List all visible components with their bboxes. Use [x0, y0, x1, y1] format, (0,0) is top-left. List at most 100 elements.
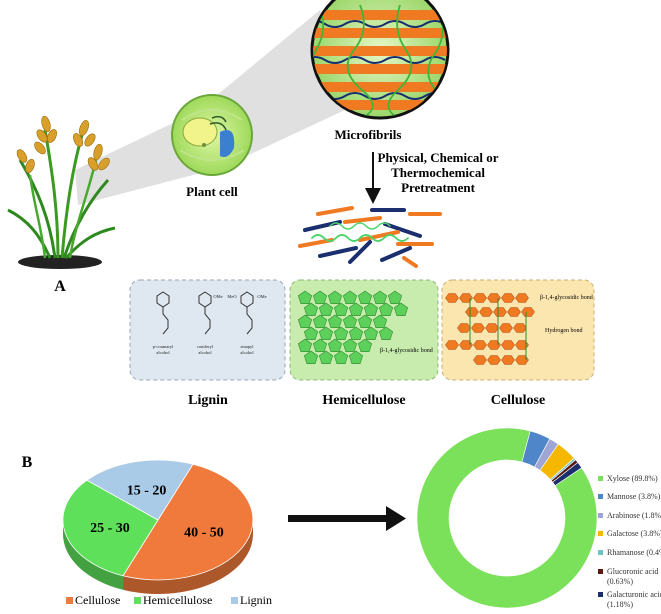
legend-cellulose-label: Cellulose [75, 593, 120, 607]
lignin-caption: Lignin [188, 393, 228, 408]
lignin-box: OMe MeO OMe p-coumaryl alcohol coniferyl… [129, 279, 286, 381]
donut-legend: Xylose (89.8%)Mannose (3.8%)Arabinose (1… [598, 474, 661, 609]
hemicellulose-sugar-unit [312, 314, 328, 329]
hemicellulose-sugar-unit [357, 338, 373, 353]
pie-slice-lignin [86, 459, 194, 521]
hemicellulose-sugar-unit [312, 338, 328, 353]
legend-label-galacturonic-acid: Galacturonic acid(1.18%) [607, 590, 661, 609]
legend-lignin-label: Lignin [240, 593, 272, 607]
pie-slice-hemicellulose [62, 479, 159, 577]
hemicellulose-sugar-unit [357, 290, 373, 305]
legend-hemicellulose-label: Hemicellulose [143, 593, 212, 607]
cellulose-glucose-unit [473, 355, 487, 365]
hemicellulose-sugar-unit [363, 302, 379, 317]
hemicellulose-sugar-unit [327, 338, 343, 353]
legend-label-rhamanose: Rhamanose (0.4%) [607, 548, 661, 557]
pie-value-label-hemicellulose: 25 - 30 [90, 521, 130, 536]
legend-label-arabinose: Arabinose (1.8%) [607, 511, 661, 520]
legend-swatch-galactose [598, 531, 603, 536]
hemicellulose-sugar-unit [372, 290, 388, 305]
lignin-ome-label-2: OMe [257, 294, 266, 299]
cellulose-glucose-unit [459, 293, 473, 303]
pretreatment-label-line2: Thermochemical [391, 165, 485, 180]
cellulose-hydrogen-bond-label: Hydrogen bond [545, 328, 583, 334]
panel-b-label: B [22, 454, 33, 471]
cellulose-glucose-unit [501, 355, 515, 365]
cellulose-glucose-unit [487, 355, 501, 365]
cellulose-glucose-unit [493, 307, 507, 317]
cellulose-glucose-unit [473, 340, 487, 350]
cellulose-glucose-unit [499, 323, 513, 333]
hemicellulose-sugar-unit [318, 326, 334, 341]
legend-swatch-glucoronic-acid [598, 569, 603, 574]
pie-value-label-cellulose: 40 - 50 [184, 526, 224, 541]
cellulose-glucose-unit [479, 307, 493, 317]
legend-swatch-rhamanose [598, 550, 603, 555]
hemicellulose-sugar-unit [312, 290, 328, 305]
pie-slice-cellulose [122, 463, 254, 581]
cellulose-glucose-unit [487, 340, 501, 350]
cellulose-glucose-unit [515, 355, 529, 365]
hemicellulose-sugar-unit [303, 302, 319, 317]
hemicellulose-sugar-unit [318, 302, 334, 317]
hemicellulose-sugar-unit [333, 326, 349, 341]
lignin-monomer-1-line2: alcohol [156, 350, 170, 355]
legend-label-glucoronic-acid: Glucoronic acid(0.63%) [607, 567, 658, 586]
cellulose-glucose-unit [445, 340, 459, 350]
cellulose-glycosidic-bond-label: β-1,4-glycosidic bond [540, 295, 593, 301]
legend-swatch-galacturonic-acid [598, 592, 603, 597]
cellulose-glucose-unit [515, 293, 529, 303]
cellulose-glucose-unit [487, 293, 501, 303]
hemicellulose-sugar-donut-chart [416, 427, 598, 609]
lignin-meo-label: MeO [227, 294, 237, 299]
hemicellulose-bond-label: β-1,4-glycosidic bond [380, 348, 433, 354]
cellulose-glucose-unit [507, 307, 521, 317]
microfibrils-label: Microfibrils [335, 127, 402, 142]
cellulose-glucose-unit [445, 293, 459, 303]
lignin-ome-label-1: OMe [213, 294, 222, 299]
cellulose-glucose-unit [457, 323, 471, 333]
hemicellulose-sugar-unit [303, 326, 319, 341]
hemicellulose-sugar-unit [333, 302, 349, 317]
pie-slice-side-cellulose [123, 520, 253, 594]
lignin-monomer-3-line2: alcohol [240, 350, 254, 355]
hemicellulose-sugar-unit [342, 290, 358, 305]
plant-cell-illustration [171, 94, 253, 176]
legend-swatch-arabinose [598, 513, 603, 518]
hemicellulose-sugar-unit [297, 314, 313, 329]
hemicellulose-sugar-unit [378, 302, 394, 317]
hemicellulose-sugar-unit [327, 314, 343, 329]
legend-swatch-mannose [598, 494, 603, 499]
hemicellulose-sugar-unit [378, 326, 394, 341]
cellulose-glucose-unit [471, 323, 485, 333]
hemicellulose-caption: Hemicellulose [322, 393, 405, 408]
cellulose-glucose-unit [513, 323, 527, 333]
legend-lignin: Lignin [231, 593, 272, 607]
cellulose-glucose-unit [473, 293, 487, 303]
composition-arrow [288, 506, 406, 531]
composition-pie-chart: 40 - 50 25 - 30 15 - 20 [62, 459, 254, 594]
hemicellulose-sugar-unit [303, 350, 319, 365]
pretreated-biomass-fragments [298, 206, 442, 268]
hemicellulose-sugar-unit [297, 338, 313, 353]
hemicellulose-sugar-unit [348, 350, 364, 365]
pretreatment-label-line3: Pretreatment [401, 180, 476, 195]
cellulose-glucose-unit [521, 307, 535, 317]
hemicellulose-sugar-unit [318, 350, 334, 365]
legend-cellulose: Cellulose [66, 593, 120, 607]
legend-label-galactose: Galactose (3.8%) [607, 529, 661, 538]
pretreatment-label-line1: Physical, Chemical or [378, 150, 499, 165]
hemicellulose-sugar-unit [333, 350, 349, 365]
legend-label-mannose: Mannose (3.8%) [607, 492, 661, 501]
pie-value-label-lignin: 15 - 20 [127, 484, 167, 499]
lignin-monomer-3-line1: sinapyl [241, 344, 255, 349]
plant-cell-label: Plant cell [186, 184, 238, 199]
cellulose-box [441, 279, 595, 381]
hemicellulose-sugar-unit [348, 302, 364, 317]
lignin-monomer-1-line1: p-coumaryl [153, 344, 174, 349]
hemicellulose-sugar-unit [297, 290, 313, 305]
lignin-monomer-2-line1: coniferyl [197, 344, 214, 349]
rice-plant-illustration [7, 115, 116, 269]
panel-a-label: A [54, 278, 66, 295]
